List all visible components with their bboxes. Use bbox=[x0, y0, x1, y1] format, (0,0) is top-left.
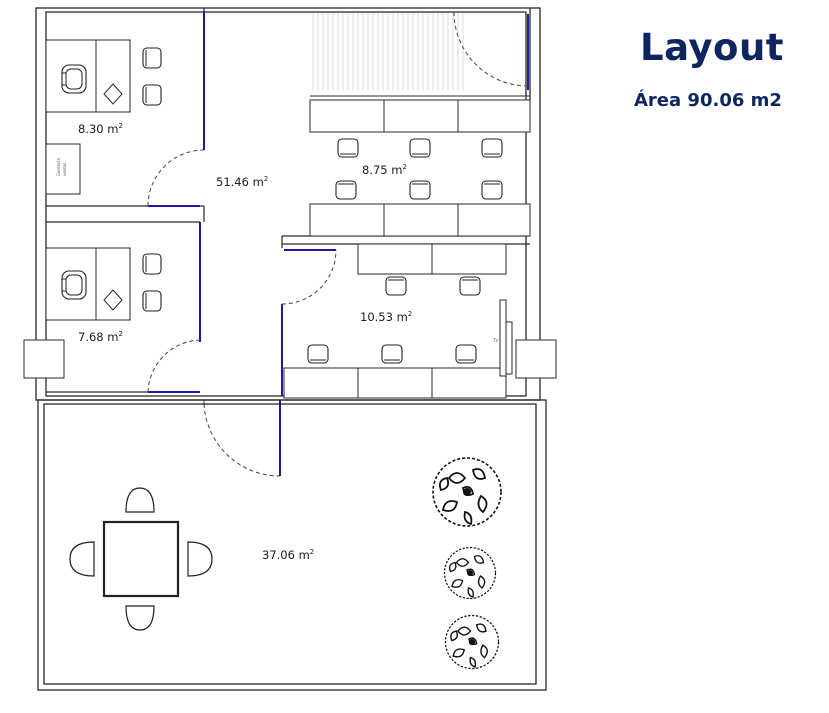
office-top-desk bbox=[45, 39, 131, 195]
plant-2 bbox=[443, 546, 497, 600]
meeting-table bbox=[102, 520, 180, 598]
plant-1 bbox=[432, 457, 502, 527]
area-terrace: 37.06 m2 bbox=[262, 548, 314, 562]
ws-top-chair-2 bbox=[409, 138, 431, 158]
office-top-chair-2 bbox=[142, 84, 162, 106]
tv-label: TV bbox=[492, 338, 498, 343]
office-top-chair-1 bbox=[142, 47, 162, 69]
workstations-top-desks bbox=[309, 95, 531, 237]
plant-3 bbox=[444, 614, 500, 670]
area-workstations-top: 8.75 m2 bbox=[362, 163, 407, 177]
page-title: Layout bbox=[640, 26, 784, 69]
ws-top-chair-6 bbox=[481, 180, 503, 200]
office-bottom-chair-2 bbox=[142, 290, 162, 312]
ws-bottom-chair-4 bbox=[381, 344, 403, 364]
doors bbox=[147, 11, 529, 477]
meeting-chairs bbox=[69, 487, 213, 631]
terrace-walls bbox=[37, 399, 547, 691]
ws-bottom-chair-3 bbox=[307, 344, 329, 364]
ws-bottom-chair-5 bbox=[455, 344, 477, 364]
office-bottom-armchair bbox=[61, 270, 87, 300]
office-bottom-desk bbox=[45, 247, 131, 321]
area-office-bottom: 7.68 m2 bbox=[78, 330, 123, 344]
cabinet-label-1: Gerencia bbox=[56, 158, 61, 176]
workstations-bottom-desks bbox=[283, 243, 513, 399]
office-bottom-chair-1 bbox=[142, 253, 162, 275]
balcony-hatching bbox=[312, 12, 464, 90]
area-workstations-bottom: 10.53 m2 bbox=[360, 310, 412, 324]
area-hall: 51.46 m2 bbox=[216, 175, 268, 189]
ws-top-chair-5 bbox=[409, 180, 431, 200]
ws-top-chair-4 bbox=[335, 180, 357, 200]
ws-bottom-chair-2 bbox=[459, 276, 481, 296]
office-top-armchair bbox=[61, 64, 87, 94]
ws-top-chair-1 bbox=[337, 138, 359, 158]
area-subtitle: Área 90.06 m2 bbox=[634, 90, 782, 111]
side-columns bbox=[23, 339, 557, 379]
ws-top-chair-3 bbox=[481, 138, 503, 158]
area-office-top: 8.30 m2 bbox=[78, 122, 123, 136]
cabinet-label-2: ventas bbox=[62, 163, 67, 176]
ws-bottom-chair-1 bbox=[385, 276, 407, 296]
window-lines bbox=[148, 12, 529, 476]
